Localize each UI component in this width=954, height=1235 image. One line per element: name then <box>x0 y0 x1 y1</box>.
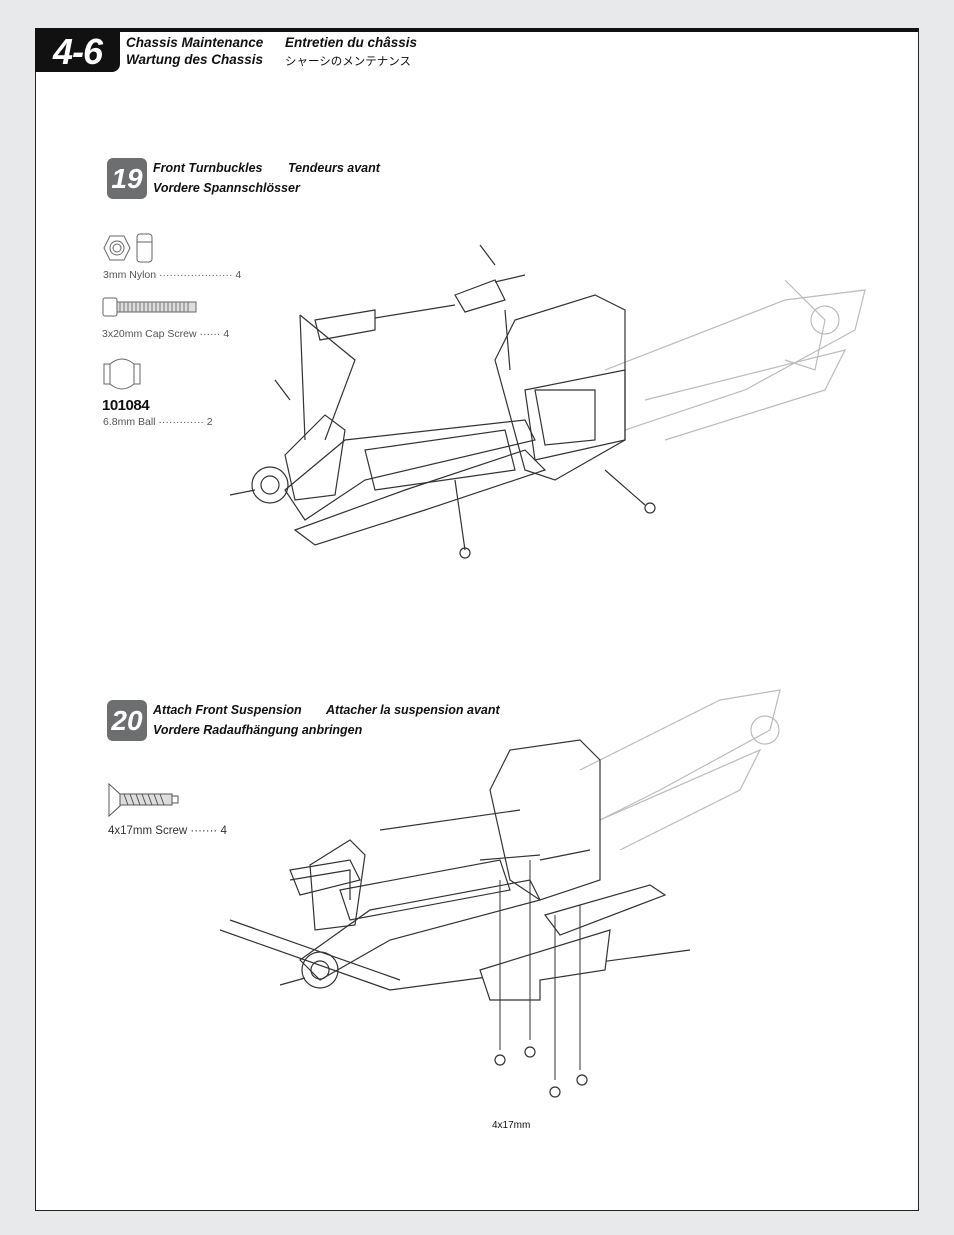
step-19-illustration <box>229 244 866 559</box>
step-19-title-en: Front Turnbuckles <box>153 161 263 175</box>
part-label: 6.8mm Ball ············· 2 <box>103 416 213 428</box>
flat-head-screw-icon <box>108 782 179 818</box>
step-19-title-de: Vordere Spannschlösser <box>153 181 300 195</box>
cap-screw-icon <box>102 297 197 317</box>
step-20-badge: 20 <box>107 700 147 741</box>
screw-callout: 4x17mm <box>492 1120 531 1131</box>
nylon-nut-icon <box>103 233 153 263</box>
title-fr: Entretien du châssis <box>285 35 418 50</box>
title-de: Wartung des Chassis <box>126 52 264 67</box>
manual-page <box>35 28 919 1211</box>
step-19-title-fr: Tendeurs avant <box>288 161 380 175</box>
step-20-title-fr: Attacher la suspension avant <box>326 703 500 717</box>
step-20-title-en: Attach Front Suspension <box>153 703 302 717</box>
step-19-badge: 19 <box>107 158 147 199</box>
title-en: Chassis Maintenance <box>126 35 264 50</box>
section-number: 4-6 <box>35 31 120 72</box>
step-20-illustration <box>220 689 781 1098</box>
step-20-title-de: Vordere Radaufhängung anbringen <box>153 723 363 737</box>
title-jp: シャーシのメンテナンス <box>285 56 412 68</box>
part-number: 101084 <box>102 397 150 414</box>
part-label: 4x17mm Screw ······· 4 <box>108 825 227 837</box>
ball-icon <box>103 358 141 390</box>
part-label: 3x20mm Cap Screw ······ 4 <box>102 328 230 340</box>
part-label: 3mm Nylon ····················· 4 <box>103 269 242 281</box>
